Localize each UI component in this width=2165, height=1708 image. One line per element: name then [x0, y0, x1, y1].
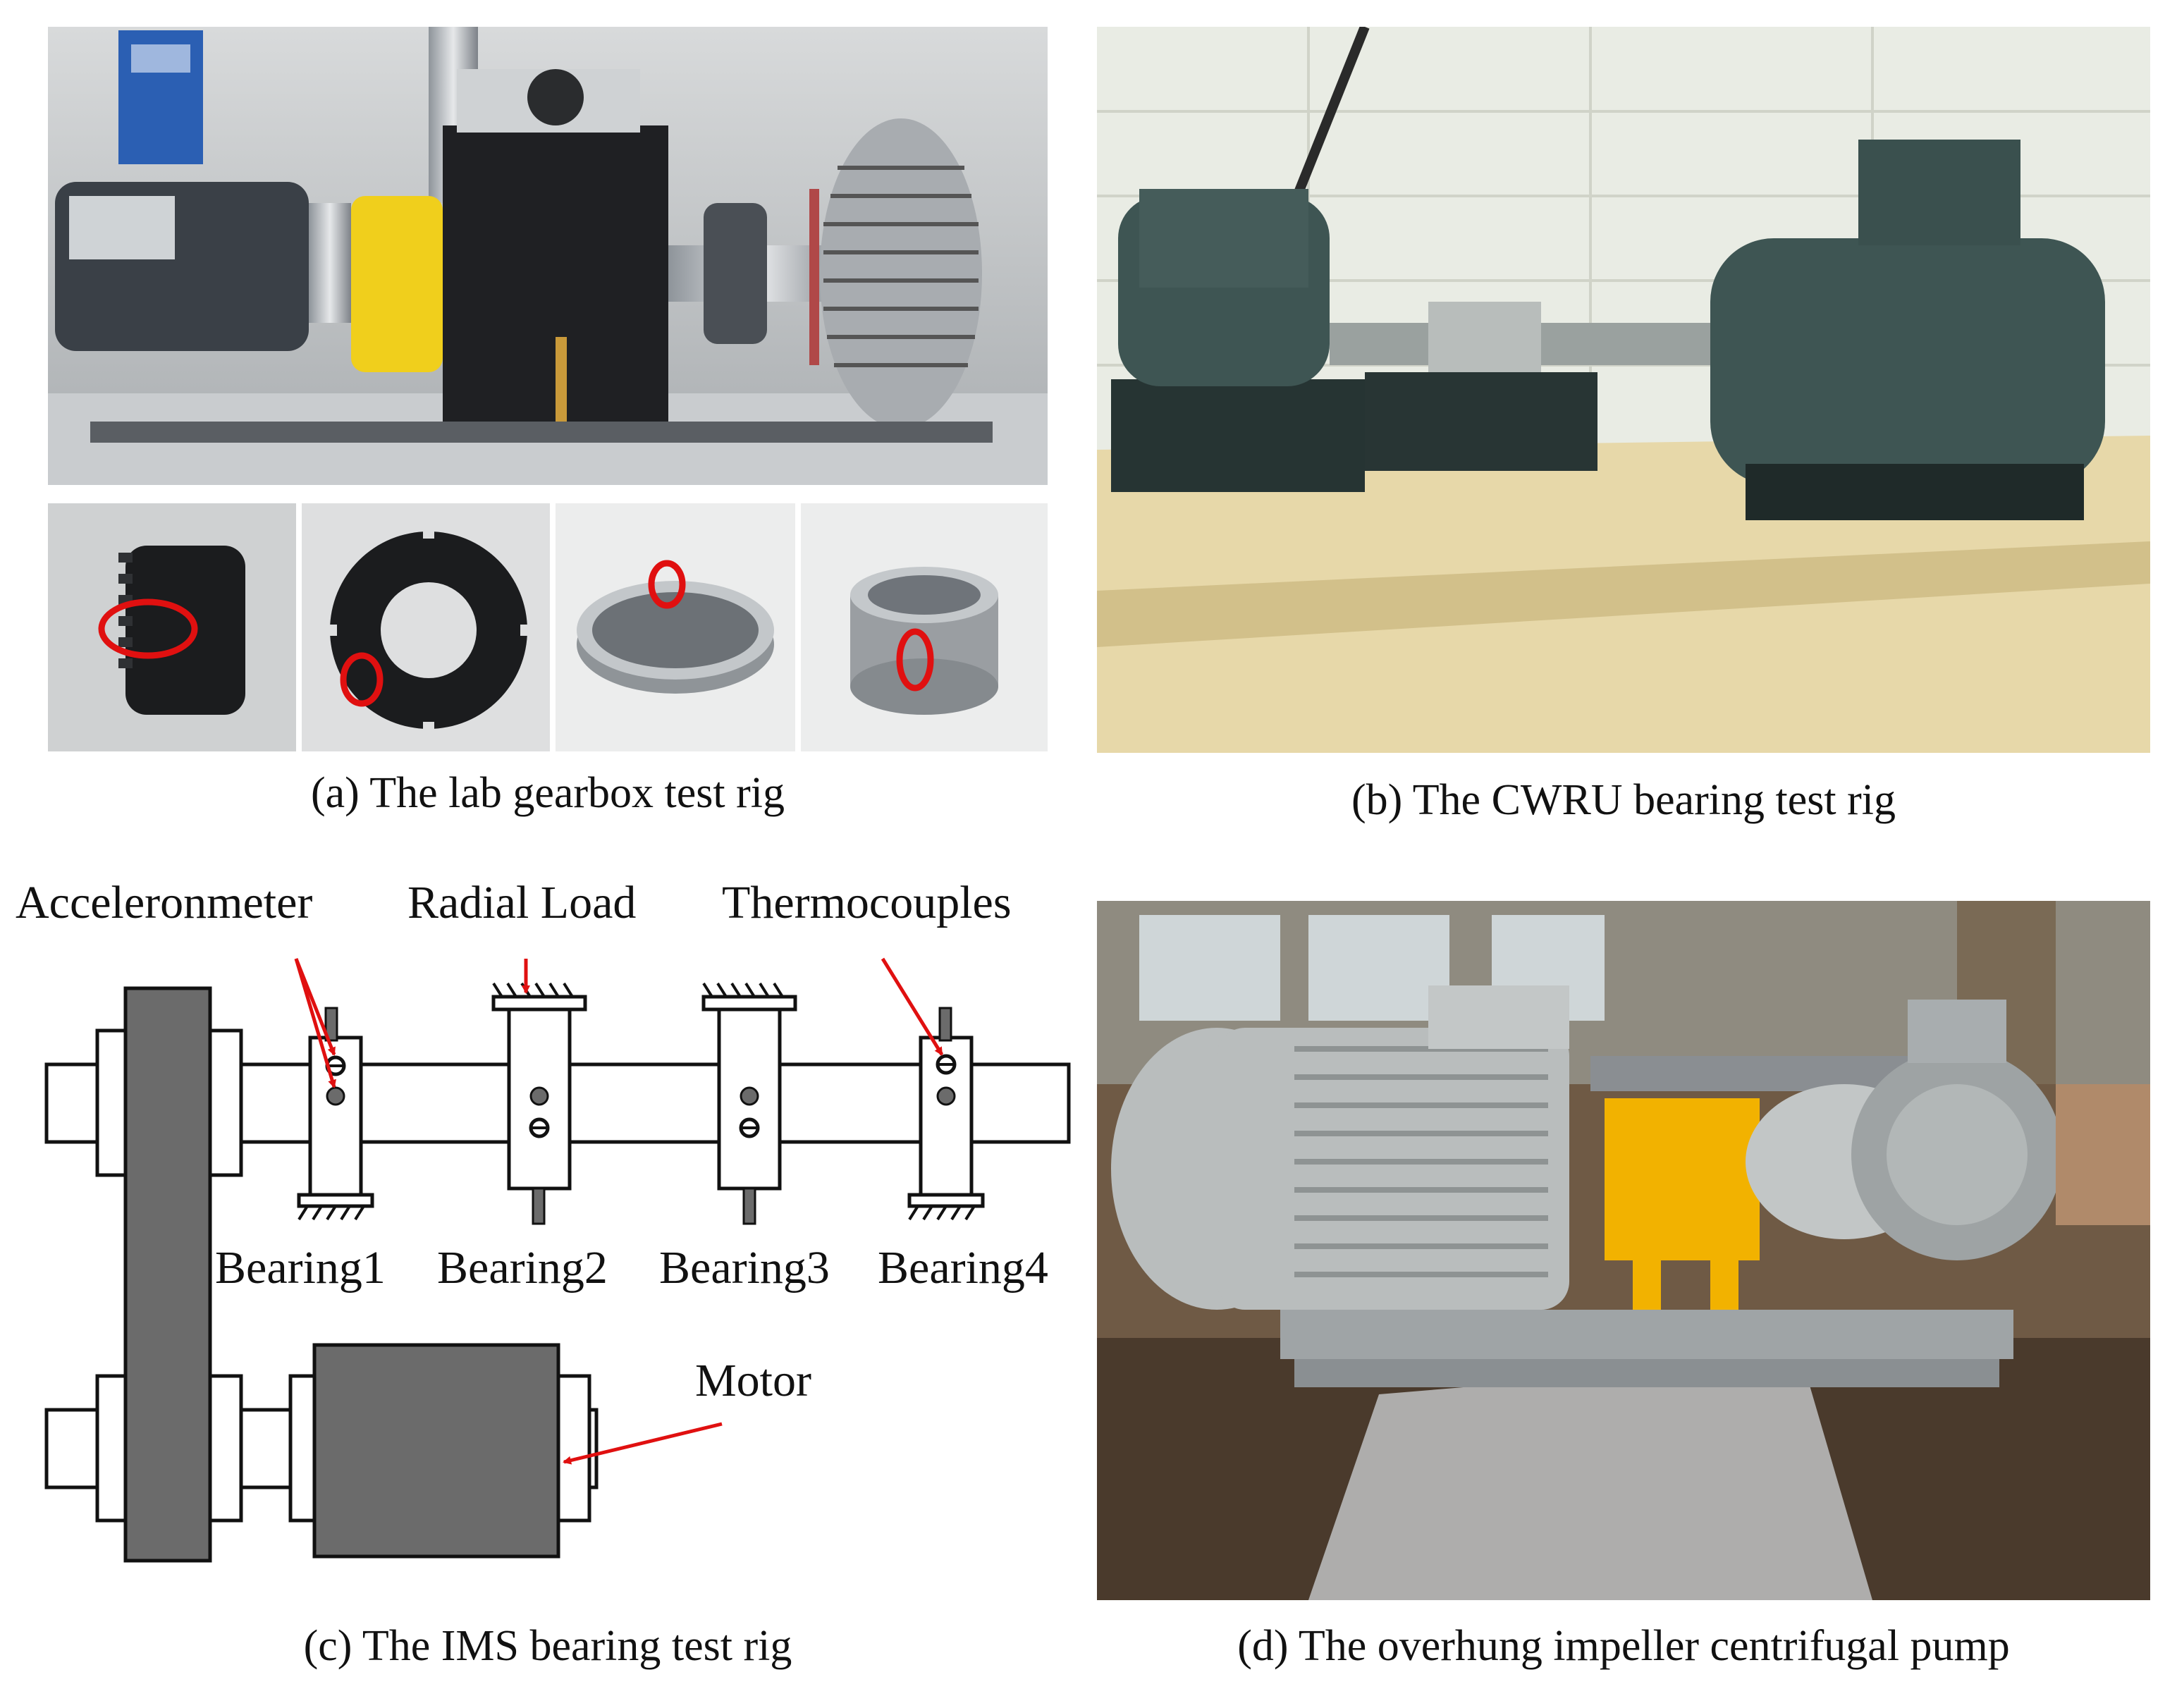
caption-d: (d) The overhung impeller centrifugal pu…: [1237, 1622, 2010, 1670]
caption-a: (a) The lab gearbox test rig: [311, 769, 785, 817]
inner-race-fault-photo: [801, 503, 1048, 751]
arrow-accel-2: [294, 958, 336, 1088]
sun-gear-fault-photo: [48, 503, 296, 751]
cwru-rig-illustration: [1097, 27, 2150, 753]
thumb-sun-gear: [48, 503, 296, 751]
gearbox-rig-illustration: [48, 27, 1048, 485]
bearing1-housing: [297, 1007, 374, 1221]
panel-c-ims-diagram: Acceleronmeter Radial Load Thermocouples…: [0, 874, 1086, 1579]
thumb-planet-gear: [302, 503, 550, 751]
label-bearing3: Bearing3: [659, 1242, 830, 1294]
motor-body: [312, 1343, 560, 1559]
outer-race-fault-photo: [556, 503, 795, 751]
label-bearing1: Bearing1: [215, 1242, 386, 1294]
thumb-outer-race: [556, 503, 795, 751]
centrifugal-pump-illustration: [1097, 901, 2150, 1600]
label-thermocouples: Thermocouples: [722, 877, 1012, 928]
bearing4-housing: [907, 1007, 985, 1221]
bearing2-housing: [491, 982, 587, 1225]
panel-a-gearbox-rig-photo: [48, 27, 1048, 485]
arrow-thermocouples: [881, 957, 944, 1056]
label-accelerometer: Acceleronmeter: [16, 877, 312, 928]
label-motor: Motor: [695, 1355, 811, 1406]
label-bearing2: Bearing2: [437, 1242, 608, 1294]
fault-highlight-circle: [648, 560, 686, 609]
arrow-motor: [563, 1422, 723, 1465]
fault-highlight-circle: [98, 598, 198, 659]
label-bearing4: Bearing4: [878, 1242, 1048, 1294]
bearing3-housing: [701, 982, 797, 1225]
panel-b-cwru-rig-photo: [1097, 27, 2150, 753]
thumb-inner-race: [801, 503, 1048, 751]
fault-highlight-circle: [896, 628, 934, 692]
caption-c: (c) The IMS bearing test rig: [303, 1622, 792, 1670]
fault-highlight-circle: [340, 652, 384, 707]
planet-gear-fault-photo: [302, 503, 550, 751]
ims-rig-diagram: Acceleronmeter Radial Load Thermocouples…: [16, 877, 1071, 1563]
caption-b: (b) The CWRU bearing test rig: [1351, 776, 1896, 824]
panel-d-pump-photo: [1097, 901, 2150, 1600]
label-radial-load: Radial Load: [407, 877, 636, 928]
